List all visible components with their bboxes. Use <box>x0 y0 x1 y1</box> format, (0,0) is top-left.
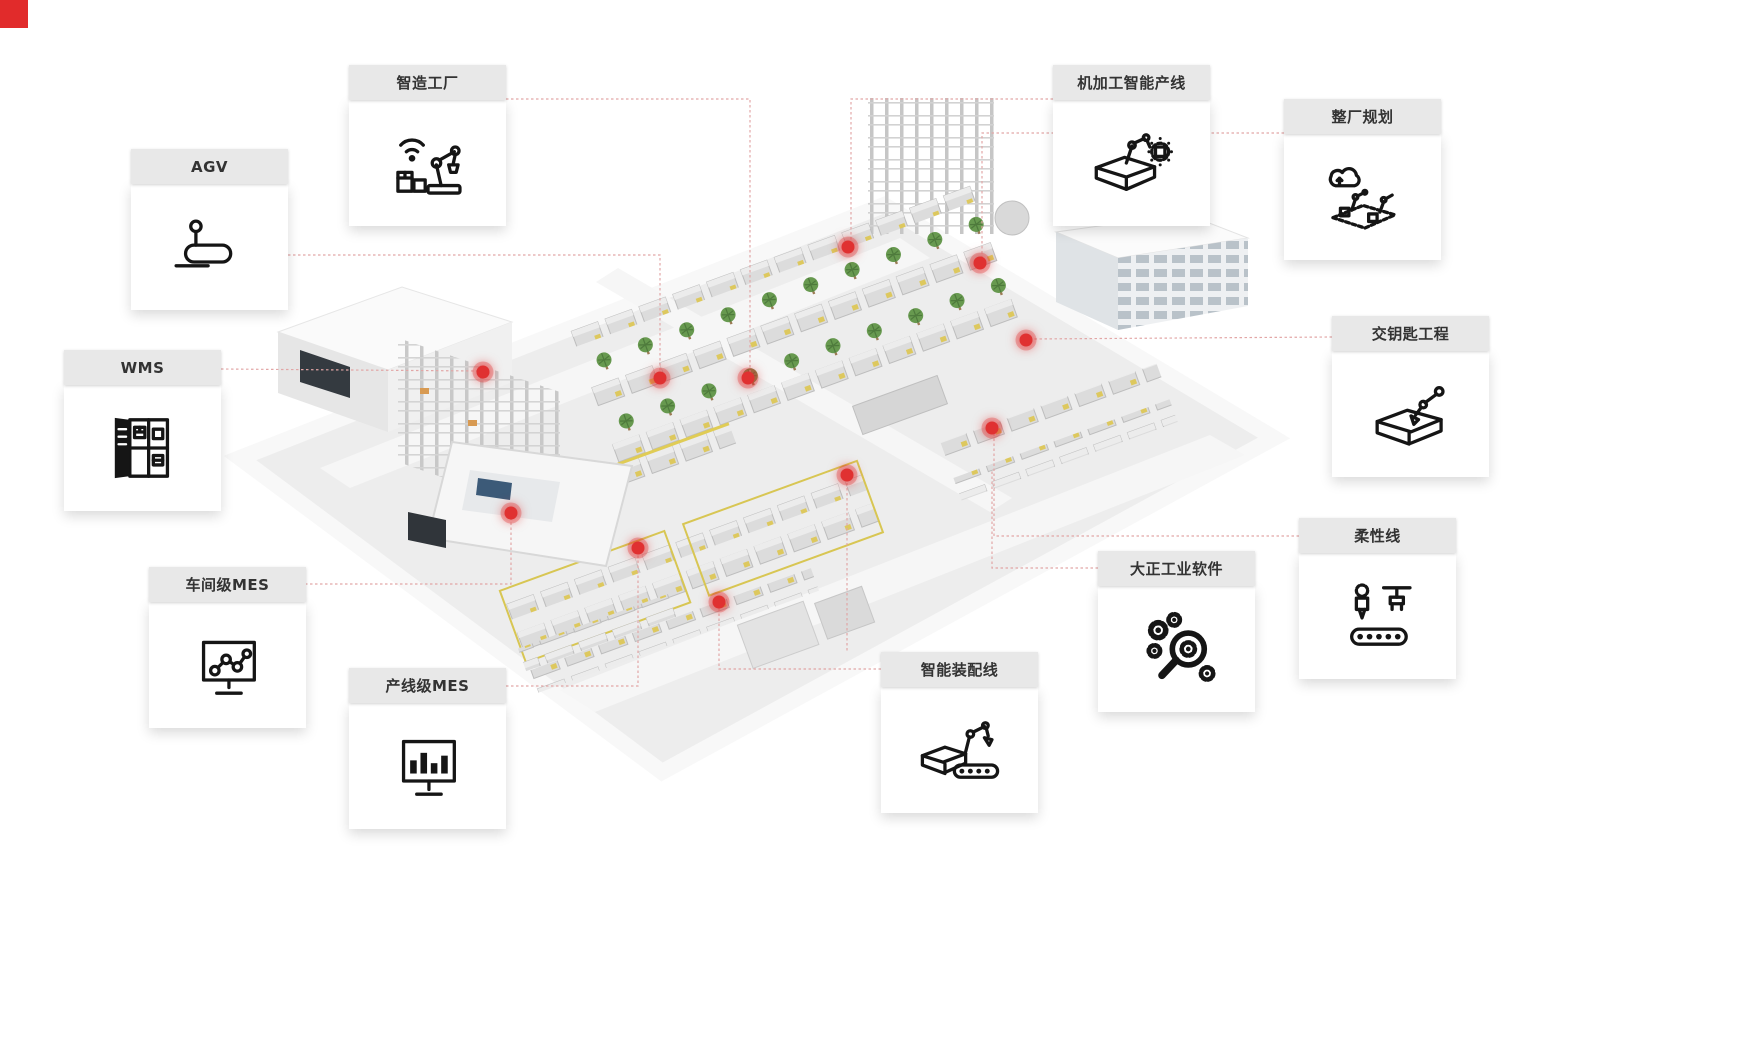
callout-plant-planning[interactable]: 整厂规划 <box>1284 99 1441 260</box>
callout-machining-line[interactable]: 机加工智能产线 <box>1053 65 1210 226</box>
hotspot-dot-3[interactable] <box>1019 333 1033 347</box>
callout-label-industrial-software: 大正工业软件 <box>1098 551 1255 586</box>
callout-flexible-line[interactable]: 柔性线 <box>1299 518 1456 679</box>
hotspot-dot-8[interactable] <box>840 468 854 482</box>
flexible-line-icon <box>1299 553 1456 679</box>
callout-turnkey[interactable]: 交钥匙工程 <box>1332 316 1489 477</box>
hotspot-dot-5[interactable] <box>653 371 667 385</box>
callout-label-machining-line: 机加工智能产线 <box>1053 65 1210 100</box>
agv-icon <box>131 184 288 310</box>
hotspot-dot-11[interactable] <box>712 595 726 609</box>
callout-label-workshop-mes: 车间级MES <box>149 567 306 602</box>
callout-label-line-mes: 产线级MES <box>349 668 506 703</box>
callout-line-mes[interactable]: 产线级MES <box>349 668 506 829</box>
hotspot-dot-10[interactable] <box>631 541 645 555</box>
callout-industrial-software[interactable]: 大正工业软件 <box>1098 551 1255 712</box>
assembly-line-icon <box>881 687 1038 813</box>
callout-assembly-line[interactable]: 智能装配线 <box>881 652 1038 813</box>
callout-label-wms: WMS <box>64 350 221 385</box>
smart-factory-icon <box>349 100 506 226</box>
turnkey-icon <box>1332 351 1489 477</box>
industrial-software-icon <box>1098 586 1255 712</box>
callout-label-plant-planning: 整厂规划 <box>1284 99 1441 134</box>
machining-line-icon <box>1053 100 1210 226</box>
wms-icon <box>64 385 221 511</box>
callout-agv[interactable]: AGV <box>131 149 288 310</box>
hotspot-dot-1[interactable] <box>841 240 855 254</box>
line-mes-icon <box>349 703 506 829</box>
callout-smart-factory[interactable]: 智造工厂 <box>349 65 506 226</box>
callout-label-flexible-line: 柔性线 <box>1299 518 1456 553</box>
hotspot-dot-2[interactable] <box>973 256 987 270</box>
callout-label-assembly-line: 智能装配线 <box>881 652 1038 687</box>
callout-wms[interactable]: WMS <box>64 350 221 511</box>
workshop-mes-icon <box>149 602 306 728</box>
callout-label-turnkey: 交钥匙工程 <box>1332 316 1489 351</box>
hotspot-dot-6[interactable] <box>741 371 755 385</box>
callout-workshop-mes[interactable]: 车间级MES <box>149 567 306 728</box>
hotspot-dot-7[interactable] <box>985 421 999 435</box>
hotspot-dot-9[interactable] <box>504 506 518 520</box>
callout-label-agv: AGV <box>131 149 288 184</box>
red-corner-marker <box>0 0 28 28</box>
callout-label-smart-factory: 智造工厂 <box>349 65 506 100</box>
hotspot-dot-4[interactable] <box>476 365 490 379</box>
plant-planning-icon <box>1284 134 1441 260</box>
